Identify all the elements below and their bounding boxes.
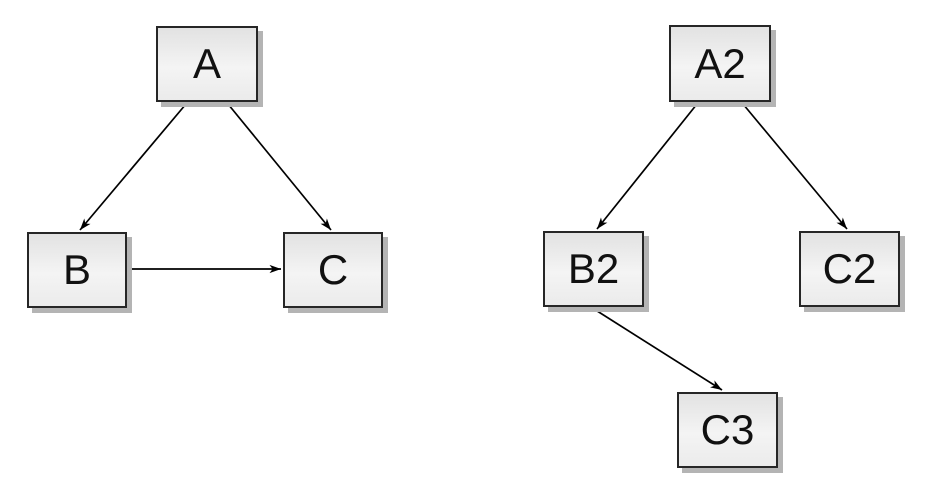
node-label: C2 [822, 245, 877, 292]
edge-A2-B2 [596, 103, 698, 230]
edge-A-C [227, 103, 332, 231]
node-A[interactable]: A [156, 26, 258, 102]
node-B2[interactable]: B2 [543, 231, 644, 307]
node-C2[interactable]: C2 [799, 231, 900, 307]
node-label: C [317, 246, 349, 293]
edge-B2-C3 [593, 308, 723, 391]
node-label: A2 [694, 39, 746, 87]
node-label: C3 [700, 406, 755, 453]
node-B[interactable]: B [27, 232, 127, 308]
node-label: B2 [567, 245, 620, 292]
node-label: A [192, 40, 221, 87]
node-A2[interactable]: A2 [669, 25, 771, 102]
edge-A2-C2 [742, 103, 848, 230]
node-label: B [62, 246, 91, 293]
edge-A-B [79, 103, 187, 231]
node-C3[interactable]: C3 [677, 392, 778, 468]
node-C[interactable]: C [283, 232, 383, 308]
